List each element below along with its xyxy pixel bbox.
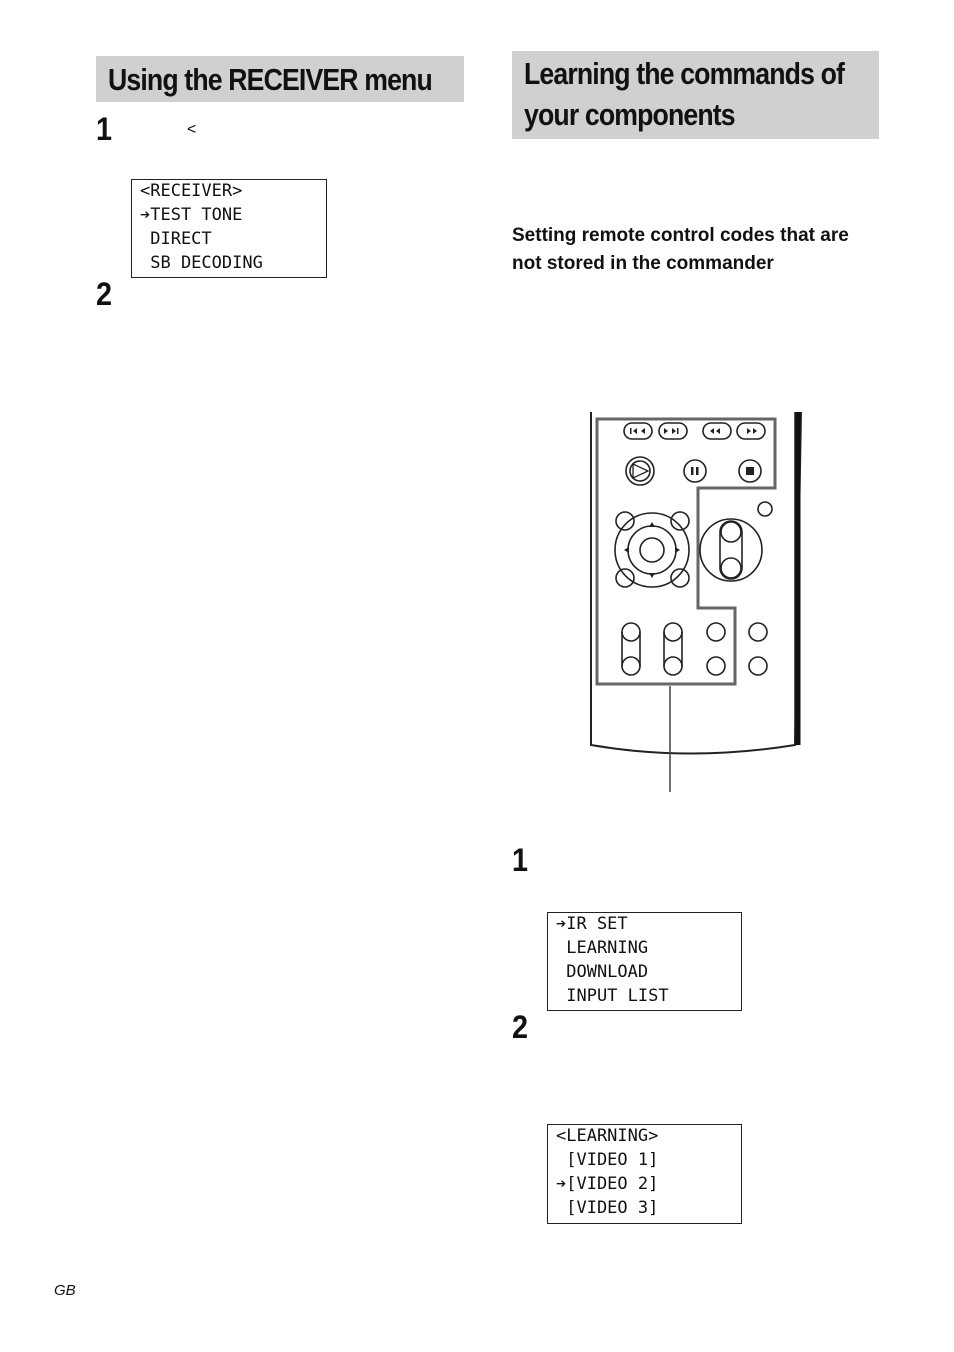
- section-heading-receiver-menu: Using the RECEIVER menu: [96, 56, 464, 102]
- heading-text: Using the RECEIVER menu: [108, 62, 433, 97]
- stop-icon: [738, 459, 762, 483]
- step-number-2: 2: [96, 276, 113, 312]
- lcd-line: DIRECT: [140, 229, 212, 249]
- rewind-icon: [702, 422, 732, 440]
- prev-track-icon: [623, 422, 653, 440]
- lcd-display-learning: <LEARNING> [VIDEO 1] ➔[VIDEO 2] [VIDEO 3…: [547, 1124, 742, 1224]
- page-language-mark: GB: [54, 1282, 76, 1299]
- subheading-remote-codes: Setting remote control codes that are no…: [512, 225, 849, 274]
- lcd-line: INPUT LIST: [556, 986, 669, 1006]
- lcd-line: [VIDEO 3]: [556, 1198, 659, 1218]
- lcd-line: ➔IR SET: [556, 914, 628, 934]
- heading-text-line1: Learning the commands of: [524, 56, 845, 91]
- lcd-line: SB DECODING: [140, 253, 263, 273]
- pause-icon: [683, 459, 707, 483]
- play-icon: [625, 456, 655, 486]
- lcd-line: <RECEIVER>: [140, 181, 243, 201]
- step-1-text: <: [187, 121, 197, 138]
- step-number-2: 2: [512, 1009, 529, 1045]
- lcd-line: LEARNING: [556, 938, 649, 958]
- step-number-1: 1: [512, 842, 529, 878]
- lcd-line: <LEARNING>: [556, 1126, 659, 1146]
- heading-text-line2: your components: [524, 97, 736, 132]
- lcd-line: DOWNLOAD: [556, 962, 649, 982]
- section-heading-learning-commands: Learning the commands of your components: [512, 51, 879, 139]
- next-track-icon: [658, 422, 688, 440]
- fast-forward-icon: [736, 422, 766, 440]
- lcd-display-receiver: <RECEIVER> ➔TEST TONE DIRECT SB DECODING: [131, 179, 327, 278]
- lcd-line: [VIDEO 1]: [556, 1150, 659, 1170]
- step-number-1: 1: [96, 111, 113, 147]
- lcd-line: ➔[VIDEO 2]: [556, 1174, 659, 1194]
- lcd-display-menu: ➔IR SET LEARNING DOWNLOAD INPUT LIST: [547, 912, 742, 1011]
- lcd-line: ➔TEST TONE: [140, 205, 243, 225]
